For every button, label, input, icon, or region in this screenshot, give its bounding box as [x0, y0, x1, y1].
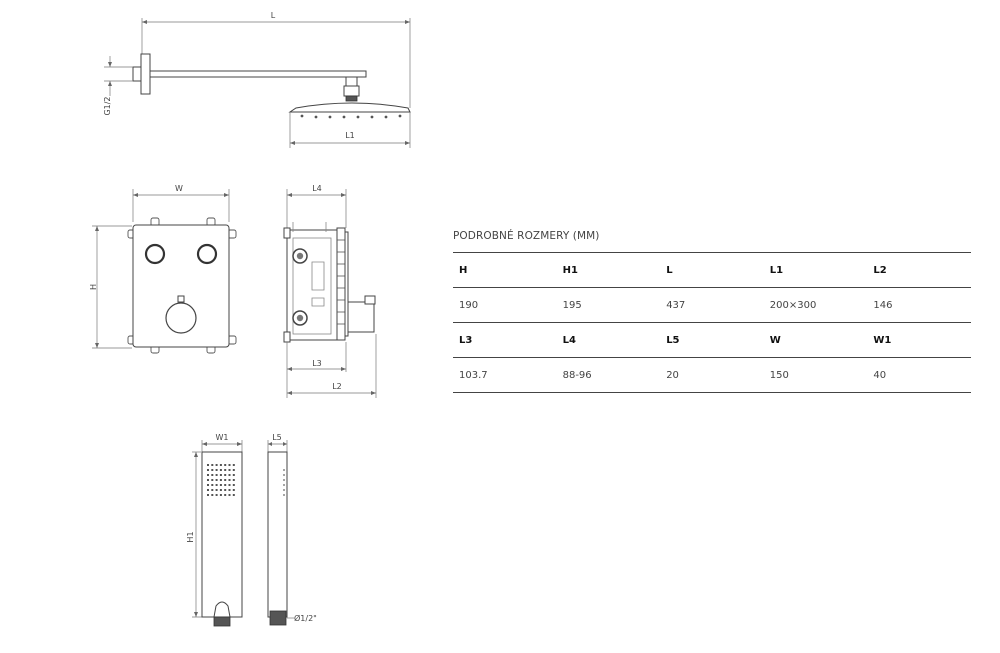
spec-value-cell: 190: [459, 299, 479, 311]
nozzle-dot: [219, 469, 222, 471]
nozzle-dot: [207, 494, 209, 496]
nozzle-dot: [224, 469, 227, 471]
spec-header-cell: L5: [666, 334, 680, 346]
nozzle-dot: [228, 489, 231, 491]
spec-value-cell: 150: [769, 369, 789, 381]
nozzle-dot: [228, 479, 231, 481]
spec-header-cell: L: [666, 264, 673, 276]
hand-shower-drawing: W1 H1 L5 Ø1/2": [186, 433, 317, 627]
nozzle-dot: [219, 464, 222, 466]
nozzle-dot: [219, 484, 222, 486]
nozzle-dot: [207, 489, 209, 491]
nozzle-dot: [228, 469, 231, 471]
nozzle-dot: [228, 464, 231, 466]
spec-value-cell: 195: [562, 299, 582, 311]
nozzle-dot: [228, 484, 231, 486]
spec-header-cell: H: [459, 264, 468, 276]
dim-label-L5: L5: [272, 433, 282, 442]
dim-label-L1: L1: [345, 131, 355, 140]
nozzle-dot: [207, 464, 209, 466]
nozzle-dot: [224, 494, 227, 496]
nozzle-dot: [211, 464, 214, 466]
spec-header-row: L3 L4 L5 W W1: [453, 323, 971, 358]
nozzle-dot: [215, 464, 218, 466]
spec-header-cell: L1: [769, 264, 784, 276]
dim-label-L2: L2: [332, 382, 342, 391]
spec-header-cell: W1: [873, 334, 892, 346]
nozzle-dot: [215, 494, 218, 496]
nozzle-dot: [219, 494, 222, 496]
spec-value-row: 103.7 88-96 20 150 40: [453, 358, 971, 393]
nozzle-dot: [211, 474, 214, 476]
nozzle-dot: [232, 464, 235, 466]
nozzle-dot: [219, 474, 222, 476]
nozzle-dot: [224, 479, 227, 481]
spec-header-cell: L2: [873, 264, 887, 276]
nozzle-dot: [207, 469, 209, 471]
nozzle-dot: [211, 484, 214, 486]
shower-arm-drawing: L L1 G1/2: [103, 11, 411, 148]
nozzle-dot: [215, 469, 218, 471]
spec-table: PODROBNÉ ROZMERY (MM) H H1 L L1 L2 190 195 437 2…: [453, 230, 971, 393]
nozzle-dot: [207, 484, 209, 486]
spec-value-cell: 146: [873, 299, 893, 311]
nozzle-dot: [207, 474, 209, 476]
dim-label-H1: H1: [186, 531, 195, 542]
spec-value-cell: 40: [873, 369, 887, 381]
nozzle-dot: [232, 494, 235, 496]
nozzle-dot: [211, 489, 214, 491]
dim-label-D12: Ø1/2": [294, 613, 317, 623]
nozzle-dot: [224, 464, 227, 466]
spec-value-row: 190 195 437 200×300 146: [453, 288, 971, 323]
spec-value-cell: 200×300: [769, 299, 817, 311]
nozzle-dot: [228, 474, 231, 476]
dim-label-G12: G1/2: [103, 96, 112, 115]
nozzle-dot: [232, 489, 235, 491]
dim-label-L3: L3: [312, 359, 322, 368]
nozzle-dot: [224, 489, 227, 491]
spec-value-cell: 88-96: [562, 369, 592, 381]
nozzle-dot: [224, 474, 227, 476]
valve-side-drawing: L4 L3: [283, 184, 377, 398]
nozzle-dot: [232, 484, 235, 486]
dim-label-L: L: [271, 11, 276, 20]
nozzle-dot: [219, 489, 222, 491]
nozzle-dot: [215, 479, 218, 481]
nozzle-dot: [215, 474, 218, 476]
dim-label-L4: L4: [312, 184, 322, 193]
nozzle-dot: [211, 494, 214, 496]
valve-front-drawing: W H: [89, 184, 237, 354]
spec-value-cell: 103.7: [459, 369, 488, 381]
nozzle-dot: [232, 469, 235, 471]
spec-header-cell: L3: [459, 334, 473, 346]
spec-header-row: H H1 L L1 L2: [453, 253, 971, 288]
nozzle-dot: [215, 484, 218, 486]
nozzle-dot: [211, 479, 214, 481]
nozzle-dot: [232, 474, 235, 476]
nozzle-dot: [232, 479, 235, 481]
nozzle-dot: [228, 494, 231, 496]
nozzle-dot: [207, 479, 209, 481]
nozzle-dot: [224, 484, 227, 486]
nozzle-dot: [219, 479, 222, 481]
nozzle-dot: [215, 489, 218, 491]
spec-value-cell: 20: [666, 369, 679, 381]
spec-header-cell: L4: [562, 334, 576, 346]
nozzle-dot: [211, 469, 214, 471]
spec-value-cell: 437: [666, 299, 686, 311]
dim-label-W: W: [175, 184, 183, 193]
spec-header-cell: W: [769, 334, 781, 346]
spec-header-cell: H1: [562, 264, 578, 276]
dim-label-H: H: [89, 284, 98, 290]
dim-label-W1: W1: [216, 433, 229, 442]
spec-table-title: PODROBNÉ ROZMERY (MM): [453, 230, 971, 253]
